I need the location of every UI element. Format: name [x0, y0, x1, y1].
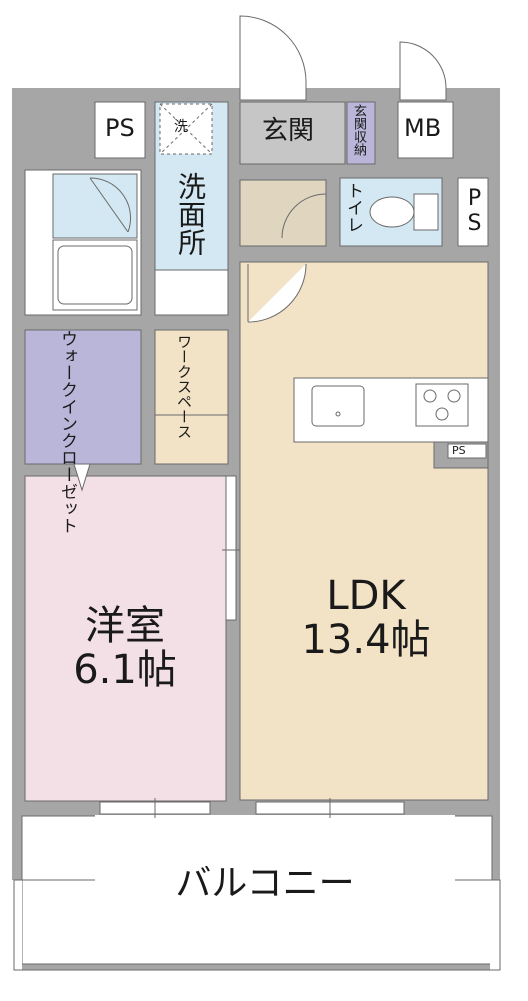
ldk-floor: [239, 261, 489, 801]
walkin-label-text: ウォークインクローゼット: [57, 330, 77, 534]
ldk-size: 13.4帖: [301, 617, 431, 663]
walkin-label: ウォークインクローゼット: [57, 330, 77, 534]
ldk-door-swing: [247, 263, 307, 323]
genkan-label: 玄関: [262, 116, 315, 146]
toilet-tank: [413, 193, 439, 231]
workspace-label-text: ワークスペース: [175, 334, 193, 439]
balcony-edge-right: [490, 880, 500, 970]
genkan-floor: [239, 101, 346, 165]
bath-door-swing: [89, 177, 132, 233]
ps-right-box: [457, 177, 489, 247]
closet-opening-arrow: [73, 463, 91, 492]
kitchen-sink: [311, 385, 365, 427]
workspace-desk: [154, 414, 229, 465]
bath-floor: [52, 173, 138, 239]
ps-left-label: PS: [105, 114, 135, 142]
burner-2: [447, 389, 461, 403]
mb-box: [397, 101, 454, 159]
bath-door: [89, 177, 129, 233]
mb-door-swing: [399, 41, 447, 101]
balcony-inner: [95, 815, 455, 881]
front-door-swing: [239, 15, 307, 101]
workspace-label: ワークスペース: [175, 334, 193, 439]
ps-right-label: PS: [462, 186, 487, 236]
mb-label: MB: [404, 114, 442, 142]
washbasin: [154, 269, 229, 316]
toilet-label: トイレ: [343, 182, 363, 233]
toilet-door-swing: [281, 193, 327, 239]
sink-drain: [335, 411, 341, 417]
ps-kitchen-box: [447, 443, 487, 459]
ps-kitchen-label: PS: [452, 444, 466, 457]
bedroom-size: 6.1帖: [73, 647, 177, 693]
balcony-label: バルコニー: [175, 863, 355, 904]
ldk-name: LDK: [326, 573, 406, 619]
genkan-storage-label: 玄関収納: [351, 104, 366, 156]
burner-3: [435, 407, 449, 421]
burner-1: [423, 389, 437, 403]
toilet-bowl: [369, 196, 415, 228]
entrance-floor: [239, 179, 327, 247]
bedroom-name: 洋室: [85, 603, 165, 649]
balcony-edge-left: [12, 880, 22, 970]
genkan-storage: [346, 101, 376, 165]
closet-floor: [24, 329, 142, 465]
ps-left-box: [94, 101, 146, 159]
bathtub-inner: [57, 245, 133, 305]
senmenjo-label: 洗面所: [174, 172, 207, 256]
washer-label: 洗: [174, 119, 188, 135]
washer-cross-b: [159, 103, 213, 155]
bedroom-sliding-door: [225, 475, 237, 621]
bedroom-floor: [24, 475, 227, 802]
